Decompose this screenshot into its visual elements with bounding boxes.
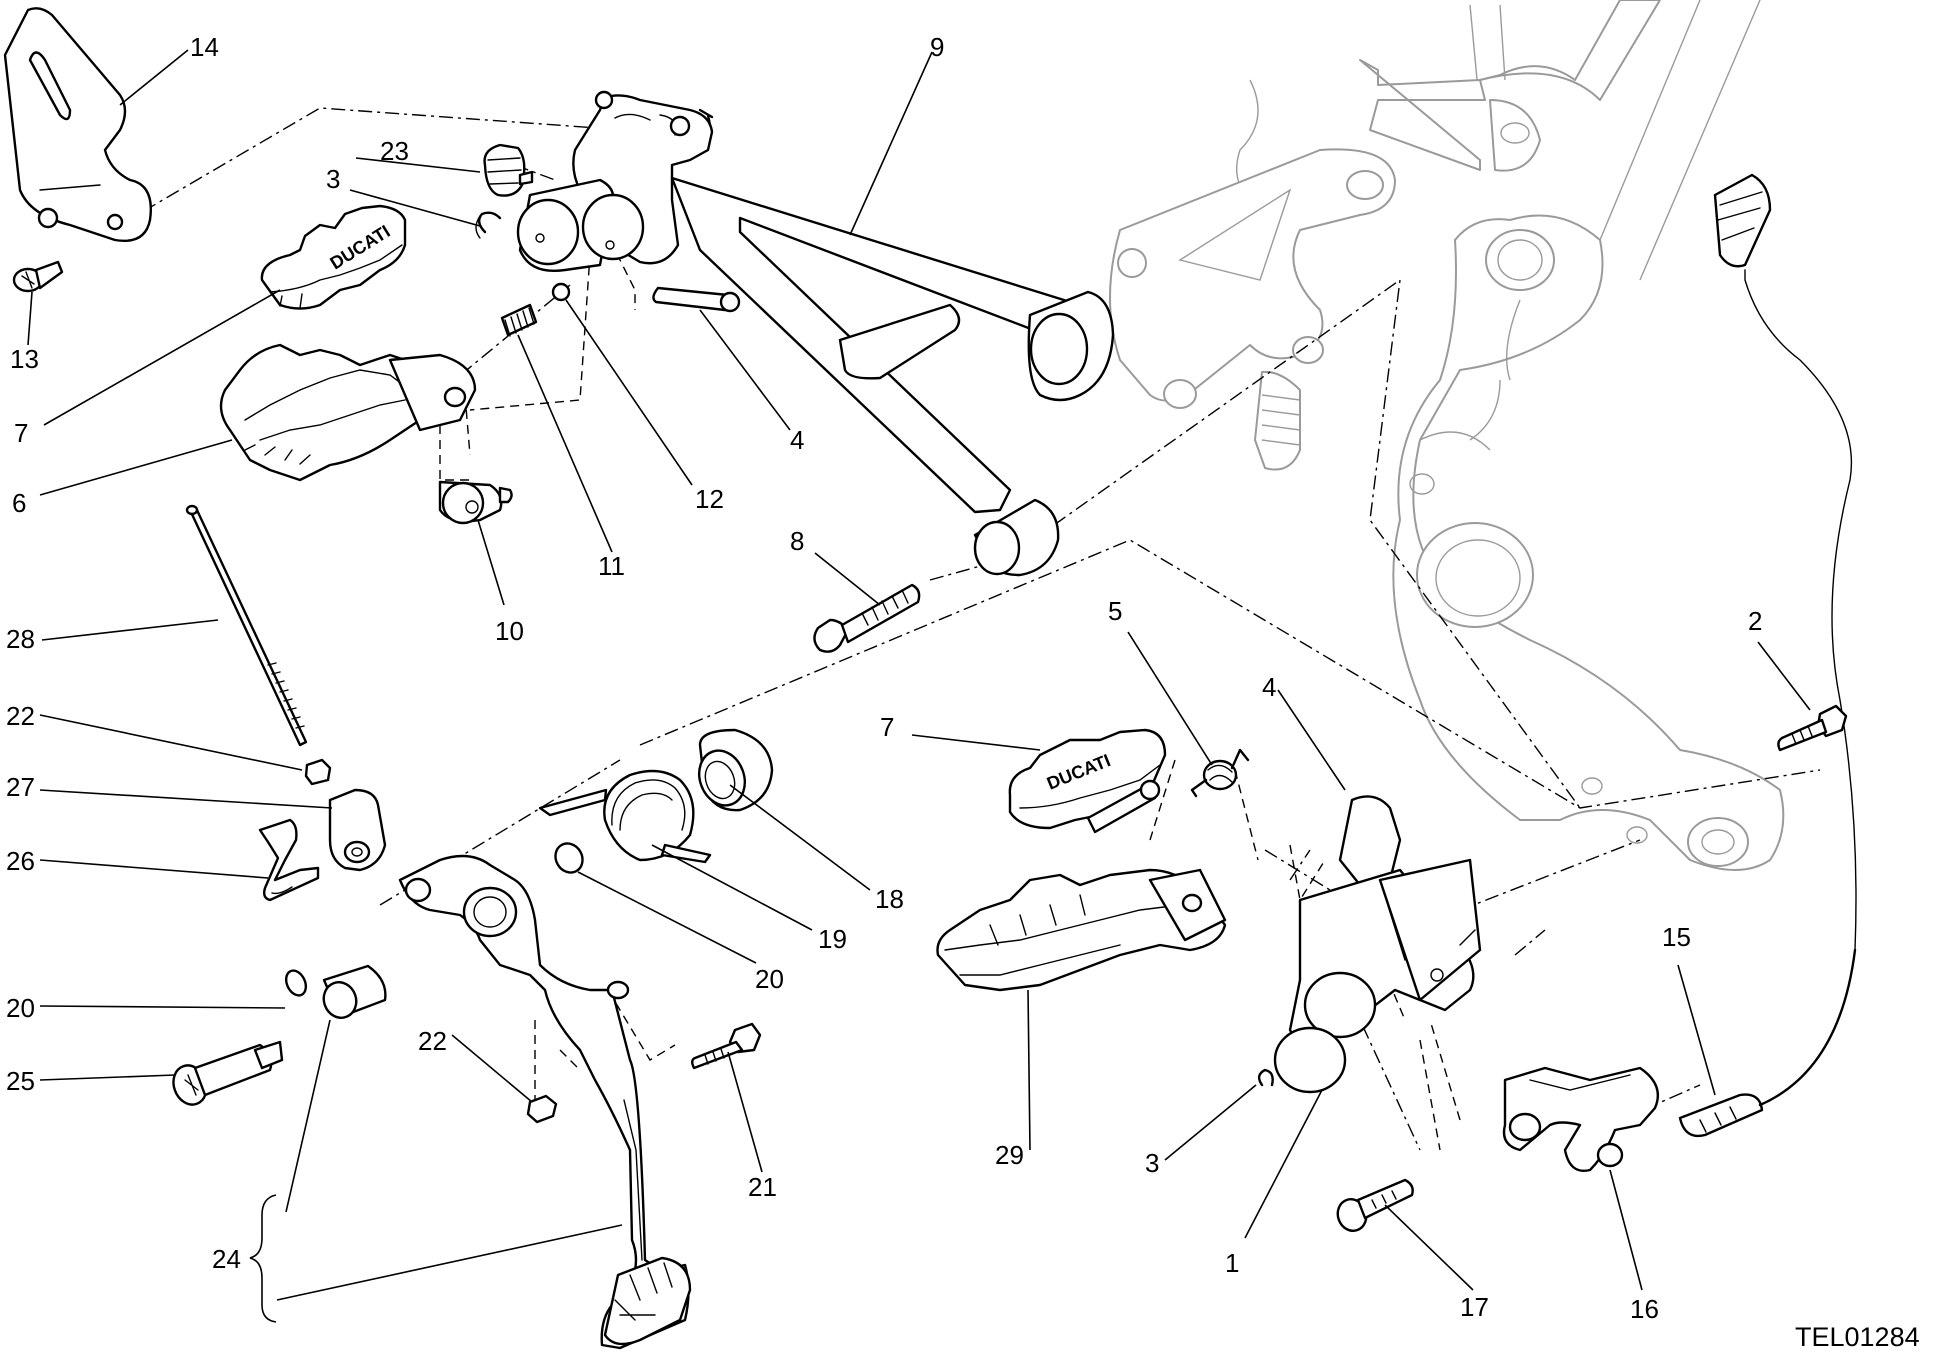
callout-17: 17 <box>1460 1292 1489 1322</box>
gear-lever-arm <box>516 90 1115 577</box>
callout-2: 2 <box>1748 606 1762 636</box>
callout-20-center: 20 <box>755 964 784 994</box>
shoulder-bolt-25 <box>172 1040 284 1106</box>
master-cylinder-bracket <box>1109 79 1396 471</box>
callout-7-top: 7 <box>14 418 28 448</box>
callout-20-left: 20 <box>6 993 35 1023</box>
callout-11: 11 <box>598 551 625 581</box>
callout-13: 13 <box>10 344 39 374</box>
clevis-27 <box>328 788 387 872</box>
circlip-3-top <box>475 211 502 239</box>
bolt-2 <box>1777 704 1848 752</box>
callout-28: 28 <box>6 624 35 654</box>
callout-21: 21 <box>748 1172 777 1202</box>
sensor-cable-15 <box>1678 173 1857 1138</box>
pin-4-right <box>1086 779 1161 834</box>
screw-13 <box>12 260 64 293</box>
return-spring-19 <box>538 769 712 864</box>
sensor-bracket-16 <box>1502 1066 1660 1172</box>
circlip-3-right <box>1257 1068 1274 1087</box>
bolt-21 <box>691 1022 762 1070</box>
brake-pedal-24 <box>398 854 692 1350</box>
bushing-18 <box>698 728 774 812</box>
callout-22-top: 22 <box>6 701 35 731</box>
callout-12: 12 <box>695 484 724 514</box>
o-ring-20-center <box>554 842 584 874</box>
pin-4-top <box>652 286 741 313</box>
callout-15: 15 <box>1662 922 1691 952</box>
callout-19: 19 <box>818 924 847 954</box>
callout-26: 26 <box>6 846 35 876</box>
rubber-pad-23 <box>483 143 534 197</box>
callout-25: 25 <box>6 1066 35 1096</box>
callout-9: 9 <box>930 32 944 62</box>
nut-22-top <box>304 758 332 786</box>
detent-ball-12 <box>551 282 571 302</box>
callout-8: 8 <box>790 526 804 556</box>
callout-7-right: 7 <box>880 712 894 742</box>
footpeg-bracket-1 <box>1273 795 1482 1094</box>
pivot-block-10 <box>438 480 513 525</box>
callout-4-right: 4 <box>1262 672 1276 702</box>
callout-4-top: 4 <box>790 425 804 455</box>
callout-10: 10 <box>495 616 524 646</box>
detent-spring-11 <box>500 303 538 337</box>
callout-18: 18 <box>875 884 904 914</box>
callout-29: 29 <box>995 1140 1024 1170</box>
callout-5: 5 <box>1108 596 1122 626</box>
bolt-17 <box>1336 1178 1414 1232</box>
callout-1: 1 <box>1225 1248 1239 1278</box>
callout-16: 16 <box>1630 1294 1659 1324</box>
callout-6: 6 <box>12 488 26 518</box>
callout-24: 24 <box>212 1244 241 1274</box>
callout-22-pedal: 22 <box>418 1026 447 1056</box>
clip-26 <box>258 818 320 902</box>
callout-23: 23 <box>380 136 409 166</box>
callout-numbers: 1 2 3 3 4 4 5 6 7 7 8 9 10 11 12 13 14 1… <box>6 32 1762 1324</box>
spring-5 <box>1190 748 1250 798</box>
o-ring-20-left <box>284 969 308 997</box>
nut-22-pedal <box>526 1094 558 1124</box>
bushing-left <box>322 964 387 1019</box>
callout-3-top: 3 <box>326 164 340 194</box>
callout-14: 14 <box>190 32 219 62</box>
bolt-8 <box>813 583 921 653</box>
leader-lines <box>27 49 1811 1323</box>
footpeg-29-right <box>936 868 1227 992</box>
callout-27: 27 <box>6 772 35 802</box>
heel-guard-plate <box>3 7 152 242</box>
callout-3-right: 3 <box>1145 1148 1159 1178</box>
rod-28 <box>185 504 308 747</box>
drawing-code: TEL01284 <box>1795 1322 1920 1352</box>
frame-structure <box>1359 0 1785 871</box>
footpeg-6-top <box>219 343 477 482</box>
